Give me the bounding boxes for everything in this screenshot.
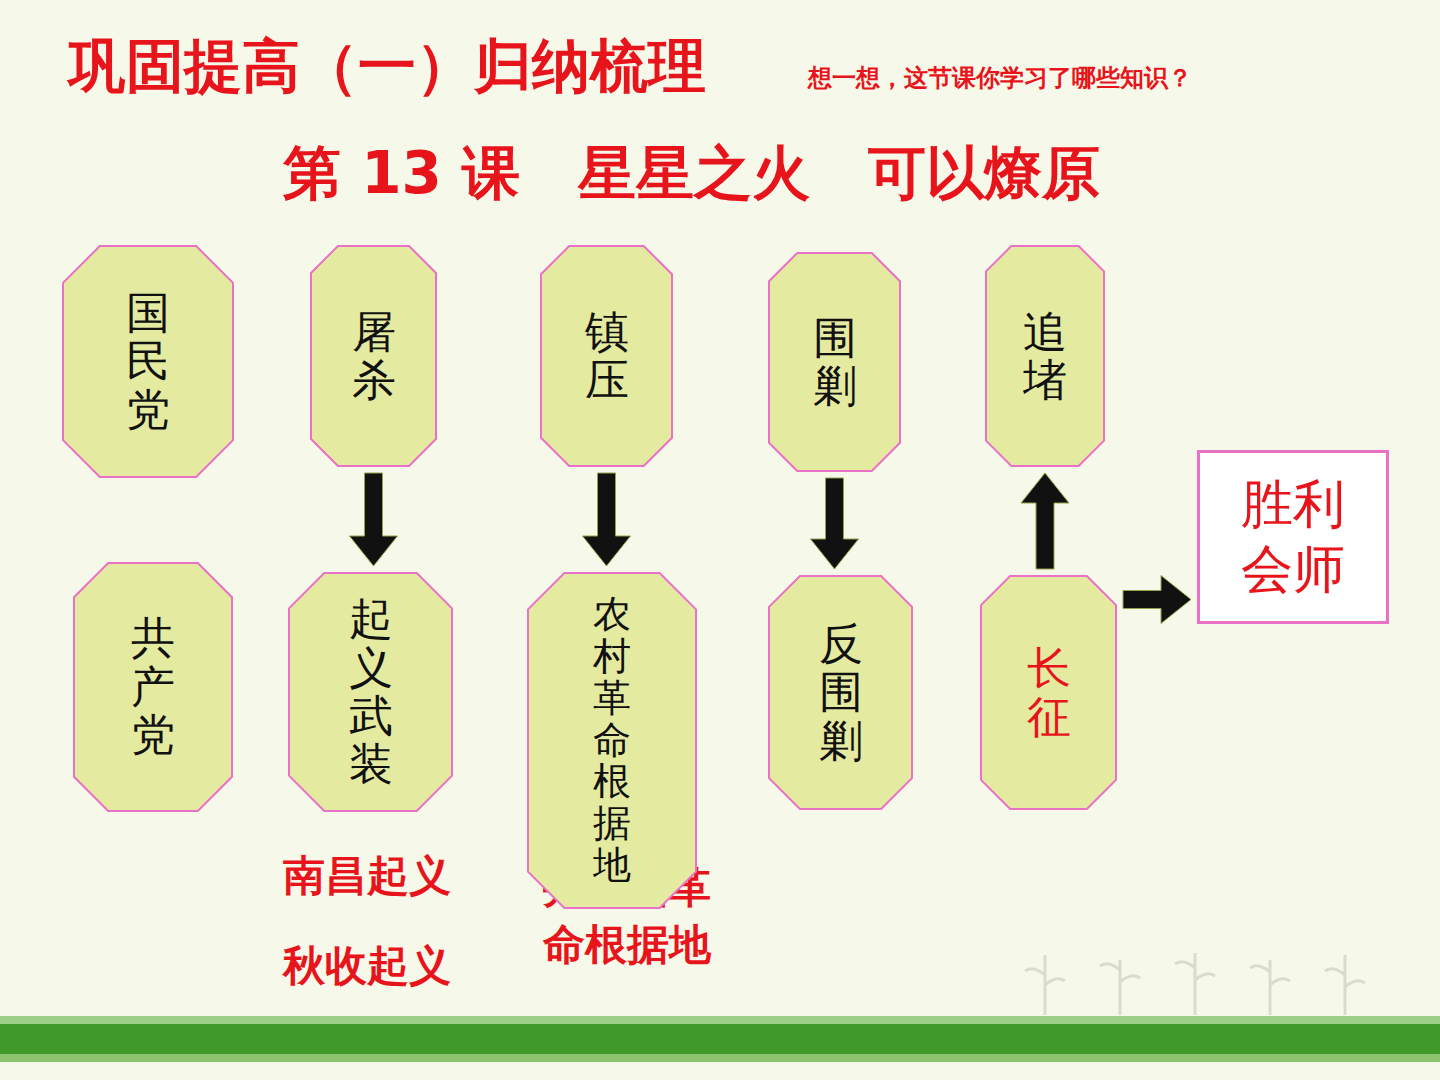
vertical-label: 围剿 (813, 314, 857, 411)
band-green (0, 1024, 1440, 1054)
octagon-shape (986, 246, 1104, 466)
plant-watermark (1025, 953, 1365, 1015)
octagon-node: 镇压 (540, 245, 673, 467)
note-label: 秋收起义 (283, 938, 451, 994)
vertical-label: 农村革命根据地 (593, 594, 631, 887)
octagon-node: 农村革命根据地 (527, 572, 697, 909)
octagon-shape (769, 576, 912, 809)
block-arrow (583, 473, 631, 566)
octagon-shape (769, 253, 900, 471)
octagon-shape (63, 246, 233, 477)
octagon-shape (528, 573, 696, 908)
octagon-node: 追堵 (985, 245, 1105, 467)
vertical-label: 起义武装 (349, 595, 393, 789)
octagon-node: 国民党 (62, 245, 234, 478)
octagon-shape (541, 246, 672, 466)
vertical-label: 反围剿 (819, 620, 863, 765)
block-arrow (350, 473, 398, 566)
octagon-node: 长征 (980, 575, 1117, 810)
octagon-node: 共产党 (73, 562, 233, 812)
octagon-shape (74, 563, 232, 811)
octagon-node: 围剿 (768, 252, 901, 472)
node-label: 胜利会师 (1197, 472, 1389, 602)
octagon-shape (289, 573, 452, 811)
slide-title: 巩固提高（一）归纳梳理 (68, 28, 706, 106)
block-arrow (1123, 576, 1191, 624)
note-label: 第 13 课 星星之火 可以燎原 (283, 135, 1100, 213)
vertical-label: 长征 (1027, 644, 1071, 741)
octagon-shape (981, 576, 1116, 809)
octagon-node: 反围剿 (768, 575, 913, 810)
octagon-shape (311, 246, 436, 466)
octagon-node: 屠杀 (310, 245, 437, 467)
band-light (0, 1016, 1440, 1024)
vertical-label: 追堵 (1023, 308, 1067, 405)
note-label: 想一想，这节课你学习了哪些知识？ (808, 62, 1192, 94)
block-arrow (811, 478, 859, 569)
result-box: 胜利会师 (1197, 450, 1389, 624)
vertical-label: 屠杀 (352, 308, 396, 405)
band-light (0, 1054, 1440, 1062)
block-arrow (1021, 473, 1069, 569)
vertical-label: 国民党 (126, 289, 170, 434)
octagon-node: 起义武装 (288, 572, 453, 812)
note-label: 南昌起义 (283, 848, 451, 904)
vertical-label: 共产党 (131, 614, 175, 759)
vertical-label: 镇压 (585, 308, 629, 405)
